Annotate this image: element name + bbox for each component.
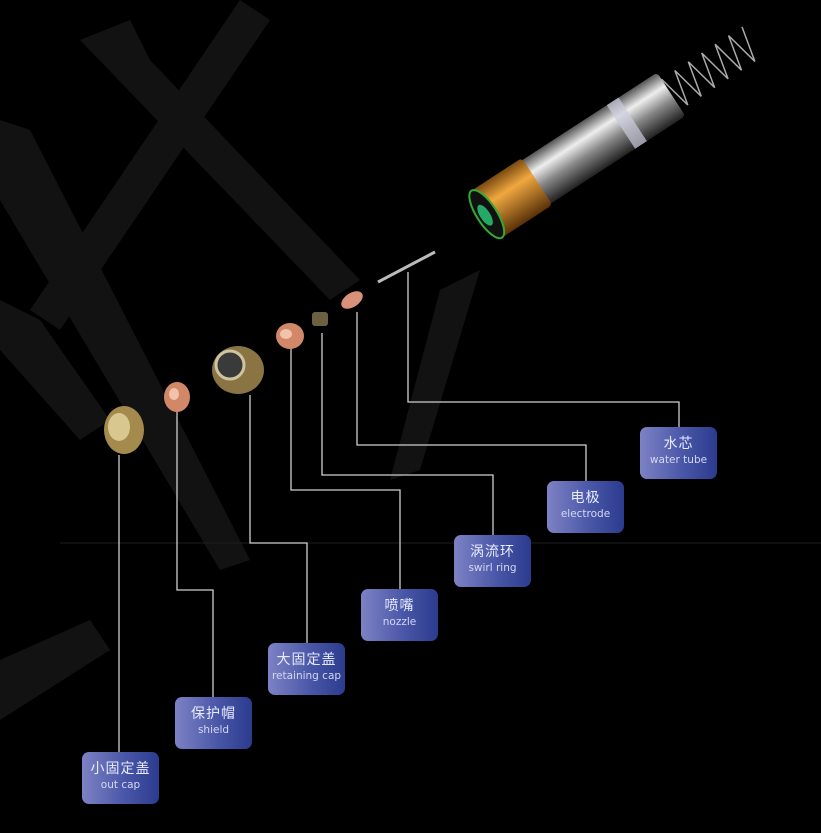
label-en: shield <box>197 724 230 736</box>
torch-body <box>468 26 756 240</box>
label-out-cap: 小固定盖 out cap <box>82 752 159 804</box>
label-shield: 保护帽 shield <box>175 697 252 749</box>
label-electrode: 电极 electrode <box>547 481 624 533</box>
label-zh: 大固定盖 <box>276 652 337 668</box>
leader-shield <box>176 410 214 697</box>
label-swirl-ring: 涡流环 swirl ring <box>454 535 531 587</box>
label-nozzle: 喷嘴 nozzle <box>361 589 438 641</box>
label-en: water tube <box>649 454 708 466</box>
label-en: out cap <box>100 779 141 791</box>
label-en: nozzle <box>382 616 417 628</box>
leader-electrode <box>356 312 587 481</box>
leader-swirl-ring <box>321 333 494 535</box>
calligraphy-decoration <box>0 0 480 720</box>
part-out-cap <box>104 406 144 454</box>
part-electrode <box>341 291 363 309</box>
leader-water-tube <box>407 272 680 427</box>
label-zh: 喷嘴 <box>384 598 415 614</box>
label-zh: 水芯 <box>663 436 694 452</box>
label-zh: 涡流环 <box>470 544 515 560</box>
label-zh: 电极 <box>570 490 601 506</box>
label-water-tube: 水芯 water tube <box>640 427 717 479</box>
label-zh: 保护帽 <box>191 706 236 722</box>
label-en: retaining cap <box>271 670 342 682</box>
label-zh: 小固定盖 <box>90 761 151 777</box>
leader-retaining-cap <box>249 395 308 643</box>
part-retaining-cap <box>212 346 264 394</box>
part-swirl-ring <box>312 312 328 326</box>
leader-nozzle <box>290 348 401 589</box>
leader-lines <box>118 272 680 752</box>
torch-spring <box>660 26 756 106</box>
part-nozzle <box>276 323 304 349</box>
part-water-tube <box>377 250 436 284</box>
part-shield <box>164 382 190 412</box>
label-retaining-cap: 大固定盖 retaining cap <box>268 643 345 695</box>
label-en: electrode <box>560 508 611 520</box>
label-en: swirl ring <box>468 562 517 574</box>
